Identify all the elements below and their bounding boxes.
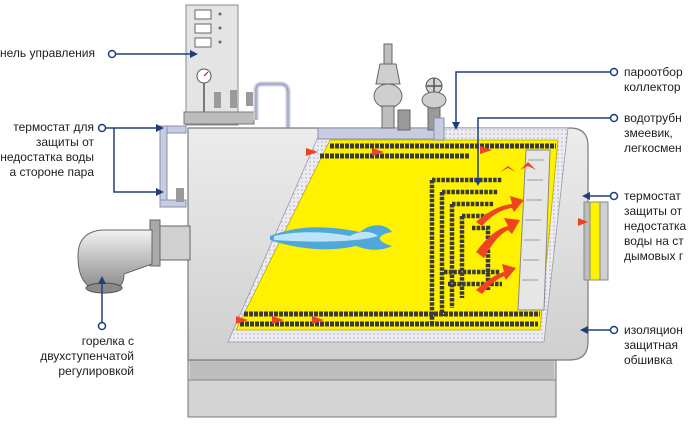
label-line: термостат для <box>13 120 94 134</box>
label-line: регулировкой <box>58 364 134 378</box>
burner-unit <box>77 219 191 294</box>
burner-flame <box>270 225 392 250</box>
label-water-tube-coil: водотрубн змеевик, легкосмен <box>624 111 682 156</box>
label-line: коллектор <box>624 80 681 94</box>
label-burner: горелка с двухступенчатой регулировкой <box>40 334 134 379</box>
label-line: защиты от <box>624 204 683 218</box>
leader-arrowheads <box>98 50 590 334</box>
label-line: обшивка <box>624 353 673 367</box>
rear-chamber <box>517 149 551 311</box>
tube-rows <box>240 143 556 327</box>
label-insulation: изоляцион защитная обшивка <box>624 323 683 368</box>
label-thermostat-flue: термостат защиты от недостатка воды на с… <box>624 189 686 264</box>
label-line: дымовых г <box>624 249 684 263</box>
safety-valve <box>373 43 403 129</box>
label-line: двухступенчатой <box>40 349 134 363</box>
label-line: змеевик, <box>624 126 673 140</box>
label-line: а стороне пара <box>9 165 94 179</box>
base-frame <box>187 354 557 418</box>
label-line: нель управления <box>0 46 95 60</box>
label-line: изоляцион <box>624 323 683 337</box>
stop-valve <box>421 77 447 109</box>
label-line: защиты от <box>35 135 94 149</box>
leader-lines <box>101 53 614 331</box>
label-thermostat-water: термостат для защиты от недостатка воды … <box>0 120 94 180</box>
panel-instruments <box>183 68 255 125</box>
label-line: горелка с <box>81 334 134 348</box>
label-line: воды на ст <box>624 234 684 248</box>
label-line: недостатка воды <box>0 150 94 164</box>
label-line: водотрубн <box>624 111 682 125</box>
flue-gas-arrows <box>236 146 536 324</box>
side-water-pipe <box>159 125 187 208</box>
control-panel <box>185 4 239 126</box>
steam-collector <box>317 103 445 141</box>
label-line: пароотбор <box>624 65 683 79</box>
label-steam-collector: пароотбор коллектор <box>624 65 683 95</box>
level-pipe <box>253 81 291 128</box>
label-line: легкосмен <box>624 141 682 155</box>
label-line: защитная <box>624 338 679 352</box>
leader-dots <box>97 49 619 335</box>
flue-outlet <box>578 201 609 281</box>
coil-tubes <box>429 177 502 322</box>
label-line: недостатка <box>624 219 687 233</box>
label-line: термостат <box>624 189 681 203</box>
label-control-panel: нель управления <box>0 46 95 61</box>
